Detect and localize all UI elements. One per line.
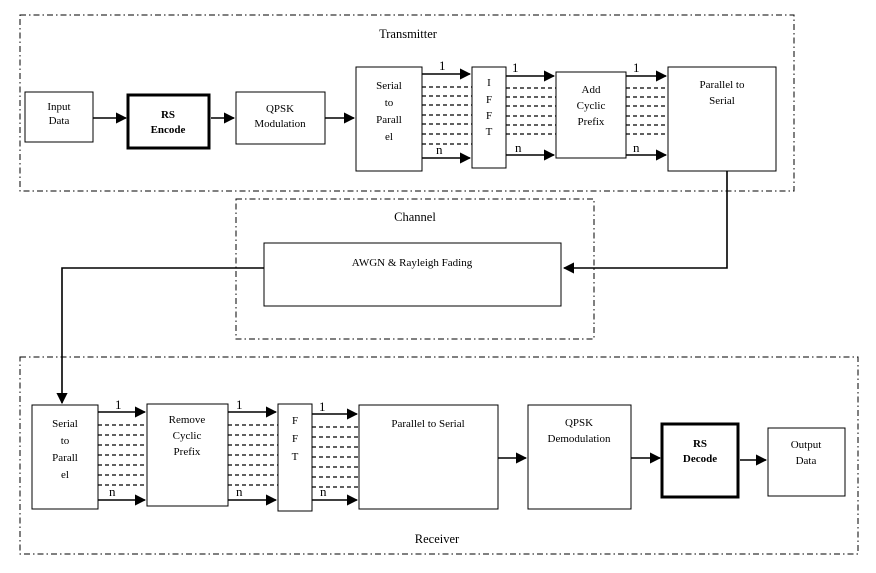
rx-bus-removecp-fft: 1 n: [228, 397, 278, 506]
rx-remove-cp-label-3: Prefix: [174, 446, 201, 458]
transmitter-title: Transmitter: [379, 27, 438, 41]
rx-fft-label-2: F: [292, 433, 298, 445]
rx-bus1-label-n: n: [109, 484, 116, 499]
tx-s2p-label-4: el: [385, 131, 393, 143]
tx-ifft-label-2: F: [486, 94, 492, 106]
rx-bus2-label-n: n: [236, 484, 243, 499]
transmitter-region: [19, 14, 795, 192]
tx-add-cp-label-3: Prefix: [578, 116, 605, 128]
rx-bus-fft-p2s: 1 n: [312, 399, 359, 506]
tx-s2p-label-3: Parall: [376, 114, 402, 126]
tx-ifft-label-3: F: [486, 110, 492, 122]
tx-bus3-label-n: n: [633, 140, 640, 155]
tx-input-data-label-2: Data: [49, 115, 70, 127]
rx-output-data-label-2: Data: [796, 455, 817, 467]
tx-rs-encode-label-2: Encode: [151, 124, 186, 136]
rx-parallel-to-serial-block: Parallel to Serial: [358, 404, 499, 510]
tx-bus1-label-n: n: [436, 142, 443, 157]
tx-parallel-to-serial-block: Parallel to Serial: [667, 66, 777, 172]
rx-serial-to-parallel-block: Serial to Parall el: [31, 404, 99, 510]
tx-ifft-block: I F F T: [471, 66, 507, 169]
channel-title: Channel: [394, 210, 436, 224]
tx-add-cp-label-1: Add: [582, 84, 601, 96]
rx-remove-cp-label-1: Remove: [169, 414, 206, 426]
rx-rs-decode-block: RS Decode: [660, 422, 740, 499]
tx-bus1-label-1: 1: [439, 58, 446, 73]
tx-s2p-label-1: Serial: [376, 80, 402, 92]
rx-fft-label-3: T: [292, 451, 299, 463]
rx-bus-s2p-removecp: 1 n: [98, 397, 147, 506]
rx-output-data-block: Output Data: [767, 427, 846, 497]
rx-qpsk-label-2: Demodulation: [548, 433, 611, 445]
tx-qpsk-label-1: QPSK: [266, 103, 294, 115]
arrow-channel-to-rx: [56, 267, 264, 405]
rx-s2p-label-2: to: [61, 435, 70, 447]
rx-remove-cp-label-2: Cyclic: [173, 430, 202, 442]
tx-ifft-label-4: T: [486, 126, 493, 138]
receiver-region: [19, 356, 859, 555]
rx-p2s-label: Parallel to Serial: [391, 418, 464, 430]
rx-rs-decode-label-1: RS: [693, 438, 707, 450]
rx-bus2-label-1: 1: [236, 397, 243, 412]
tx-add-cyclic-prefix-block: Add Cyclic Prefix: [555, 71, 627, 159]
tx-rs-encode-label-1: RS: [161, 109, 175, 121]
tx-ifft-label-1: I: [487, 77, 491, 89]
tx-input-data-block: Input Data: [24, 91, 94, 143]
tx-add-cp-label-2: Cyclic: [577, 100, 606, 112]
tx-qpsk-modulation-block: QPSK Modulation: [235, 91, 326, 145]
rx-qpsk-demodulation-block: QPSK Demodulation: [527, 404, 632, 510]
rx-qpsk-label-1: QPSK: [565, 417, 593, 429]
rx-fft-block: F F T: [277, 403, 313, 512]
channel-region: [235, 198, 595, 340]
arrow-tx-to-channel: [562, 171, 728, 274]
rx-s2p-label-3: Parall: [52, 452, 78, 464]
channel-awgn-label: AWGN & Rayleigh Fading: [352, 257, 473, 269]
tx-serial-to-parallel-block: Serial to Parall el: [355, 66, 423, 172]
tx-bus2-label-n: n: [515, 140, 522, 155]
rx-bus1-label-1: 1: [115, 397, 122, 412]
rx-fft-label-1: F: [292, 415, 298, 427]
receiver-title: Receiver: [415, 532, 460, 546]
tx-bus-addcp-p2s: 1 n: [626, 60, 668, 161]
rx-rs-decode-label-2: Decode: [683, 453, 717, 465]
rx-s2p-label-4: el: [61, 469, 69, 481]
rx-bus3-label-1: 1: [319, 399, 326, 414]
tx-input-data-label-1: Input: [47, 101, 70, 113]
tx-p2s-label-2: Serial: [709, 95, 735, 107]
tx-rs-encode-block: RS Encode: [126, 93, 211, 150]
rx-s2p-label-1: Serial: [52, 418, 78, 430]
rx-remove-cyclic-prefix-block: Remove Cyclic Prefix: [146, 403, 229, 507]
tx-bus-ifft-addcp: 1 n: [506, 60, 556, 161]
tx-bus2-label-1: 1: [512, 60, 519, 75]
rx-bus3-label-n: n: [320, 484, 327, 499]
tx-bus-s2p-ifft: 1 n: [422, 58, 472, 164]
rx-output-data-label-1: Output: [791, 439, 822, 451]
tx-s2p-label-2: to: [385, 97, 394, 109]
tx-p2s-label-1: Parallel to: [700, 79, 745, 91]
channel-awgn-rayleigh-block: AWGN & Rayleigh Fading: [263, 242, 562, 307]
tx-qpsk-label-2: Modulation: [254, 118, 306, 130]
tx-bus3-label-1: 1: [633, 60, 640, 75]
